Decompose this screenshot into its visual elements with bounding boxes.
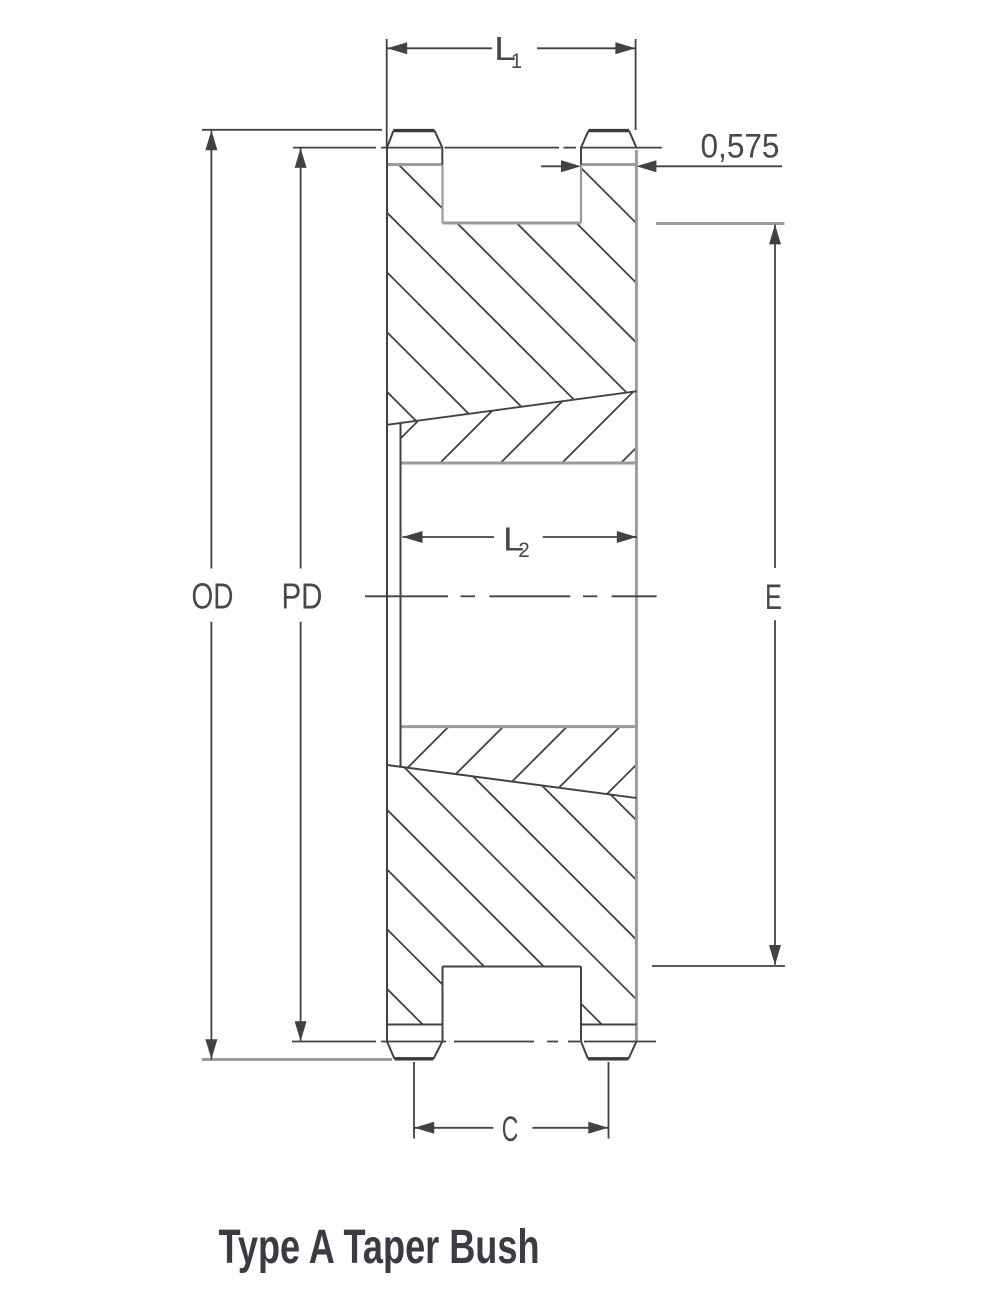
svg-text:1: 1	[511, 50, 522, 73]
svg-text:0,575: 0,575	[701, 128, 780, 166]
svg-text:PD: PD	[282, 576, 323, 617]
svg-text:OD: OD	[192, 576, 234, 617]
svg-text:C: C	[502, 1110, 519, 1149]
svg-text:Type A Taper Bush: Type A Taper Bush	[219, 1221, 540, 1274]
svg-text:2: 2	[518, 539, 530, 562]
svg-text:L: L	[494, 30, 516, 67]
svg-text:E: E	[765, 578, 782, 617]
svg-text:L: L	[503, 521, 524, 558]
